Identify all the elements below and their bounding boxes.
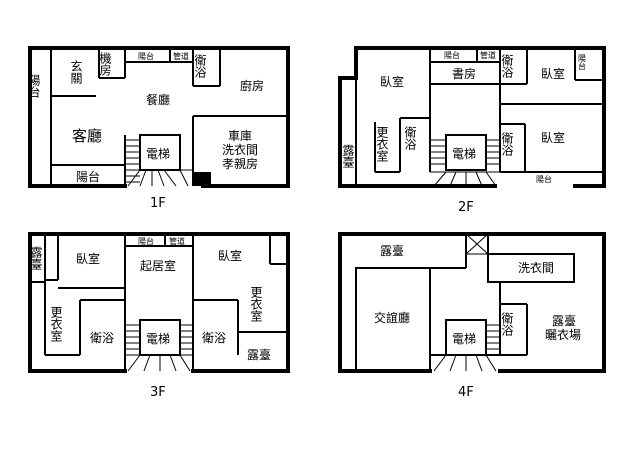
2f-balcony-bottom-label: 陽台 [536, 174, 552, 184]
2f-terrace-label: 露臺 [341, 144, 355, 168]
1f-elevator-label: 電梯 [146, 147, 170, 161]
4f-terrace-top-label: 露臺 [380, 243, 404, 258]
floor-3f: 露臺 臥室 陽台 管道 起居室 臥室 更衣室 衛浴 電梯 衛浴 更衣室 露臺 3… [28, 232, 290, 400]
3f-family-room-label: 起居室 [140, 258, 176, 273]
3f-bedroom-right-label: 臥室 [218, 248, 242, 263]
floor-label-4f: 4F [458, 385, 474, 400]
2f-bathroom-mid-label: 衛浴 [403, 126, 417, 151]
3f-closet-left-label: 更衣室 [49, 306, 63, 342]
4f-laundry-room [487, 253, 575, 283]
floor-1f: 陽台 玄關 機房 陽台 管道 衛浴 餐廳 廚房 客廳 電梯 車庫洗衣間孝親房 陽… [27, 46, 290, 211]
2f-bedroom-top-right-label: 臥室 [541, 66, 565, 81]
1f-pipe-space-label: 管道 [173, 51, 189, 61]
floor-4f: 露臺 洗衣間 交誼廳 電梯 衛浴 露臺曬衣場 4F [338, 232, 606, 400]
1f-entrance-label: 玄關 [69, 59, 83, 84]
1f-bathroom-label: 衛浴 [193, 54, 207, 79]
3f-terrace-right-label: 露臺 [247, 347, 271, 362]
1f-stairs-left [125, 139, 140, 183]
3f-closet-right-label: 更衣室 [249, 286, 263, 322]
1f-balcony-left-label: 陽台 [27, 74, 41, 98]
2f-balcony-right-label: 陽台 [578, 54, 587, 71]
1f-dining-label: 餐廳 [146, 92, 170, 107]
2f-bedroom-right-label: 臥室 [541, 130, 565, 145]
2f-bathroom-top-label: 衛浴 [500, 54, 514, 79]
2f-bedroom-left-label: 臥室 [380, 74, 404, 89]
4f-terrace-drying-label: 露臺曬衣場 [545, 313, 581, 342]
2f-pipe-space-label: 管道 [480, 50, 496, 60]
floor-2f: 陽台 管道 衛浴 陽台 臥室 書房 臥室 更衣室 衛浴 電梯 衛浴 臥室 露臺 … [338, 46, 606, 215]
3f-bathroom-left-label: 衛浴 [90, 331, 114, 345]
3f-elevator-label: 電梯 [146, 332, 170, 346]
3f-pipe-space-label: 管道 [169, 236, 185, 246]
2f-balcony-top-label: 陽台 [444, 50, 460, 60]
2f-bathroom-right-label: 衛浴 [500, 132, 514, 157]
3f-outer-wall [28, 232, 290, 373]
4f-social-hall-label: 交誼廳 [374, 310, 410, 325]
3f-balcony-top-label: 陽台 [138, 236, 154, 246]
1f-garage-label: 車庫洗衣間孝親房 [222, 129, 258, 171]
1f-machine-room-label: 機房 [98, 51, 112, 76]
4f-laundry-label: 洗衣間 [518, 260, 554, 275]
1f-column [193, 172, 211, 186]
3f-stairs [125, 324, 193, 372]
1f-balcony-top-label: 陽台 [138, 51, 154, 61]
3f-bedroom-left-label: 臥室 [76, 251, 100, 266]
floor-label-2f: 2F [458, 200, 474, 215]
2f-stairs [430, 139, 500, 187]
1f-living-label: 客廳 [72, 127, 102, 145]
1f-kitchen-label: 廚房 [240, 78, 264, 93]
2f-study-label: 書房 [452, 66, 476, 81]
1f-stairs-bottom [125, 169, 193, 187]
2f-closet-label: 更衣室 [375, 126, 389, 162]
3f-terrace-left-label: 露臺 [29, 246, 43, 270]
floor-label-1f: 1F [150, 196, 166, 211]
1f-balcony-bottom-label: 陽台 [76, 169, 100, 184]
floor-label-3f: 3F [150, 385, 166, 400]
1f-outer-wall [28, 46, 290, 188]
2f-elevator-label: 電梯 [452, 147, 476, 161]
4f-stairs [433, 233, 500, 372]
3f-bathroom-right-label: 衛浴 [202, 331, 226, 345]
4f-elevator-label: 電梯 [452, 332, 476, 346]
4f-bathroom-label: 衛浴 [500, 312, 514, 337]
